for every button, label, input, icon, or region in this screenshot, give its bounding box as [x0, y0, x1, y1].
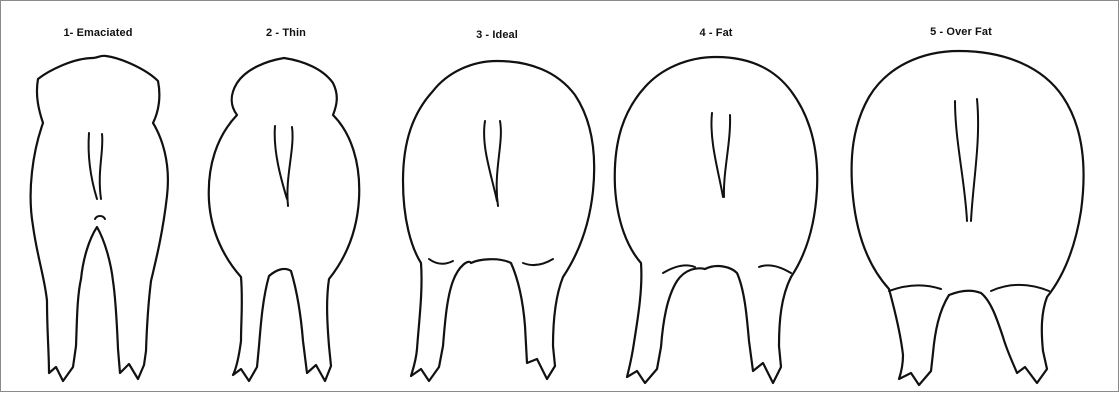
stage-1-title: 1- Emaciated: [63, 27, 132, 39]
stage-3-rear-outline: [403, 61, 594, 381]
stage-5-title: 5 - Over Fat: [930, 26, 992, 38]
stage-4-rear-outline: [615, 57, 818, 383]
stage-2-tail: [275, 126, 293, 206]
stage-4-right-fat-fold: [759, 265, 791, 273]
stage-2-thin: 2 - Thin: [209, 27, 360, 381]
stage-5-left-fat-fold: [889, 285, 941, 291]
stage-3-tail: [484, 121, 501, 206]
stage-5-over-fat: 5 - Over Fat: [852, 26, 1084, 385]
stage-3-title: 3 - Ideal: [476, 29, 518, 41]
stage-5-tail: [955, 99, 978, 221]
stage-3-right-fat-fold: [523, 259, 553, 265]
stage-1-inner-thigh: [95, 216, 105, 219]
stage-1-tail: [89, 133, 103, 199]
stage-1-emaciated: 1- Emaciated: [31, 27, 168, 381]
stage-4-fat: 4 - Fat: [615, 27, 818, 383]
stage-4-title: 4 - Fat: [699, 27, 732, 39]
stage-5-right-fat-fold: [991, 285, 1049, 291]
stage-4-tail: [711, 113, 730, 197]
stage-3-ideal: 3 - Ideal: [403, 29, 594, 381]
stage-3-left-fat-fold: [429, 259, 453, 264]
stage-1-rear-outline: [31, 56, 168, 381]
stage-2-rear-outline: [209, 58, 360, 381]
stage-2-title: 2 - Thin: [266, 27, 306, 39]
